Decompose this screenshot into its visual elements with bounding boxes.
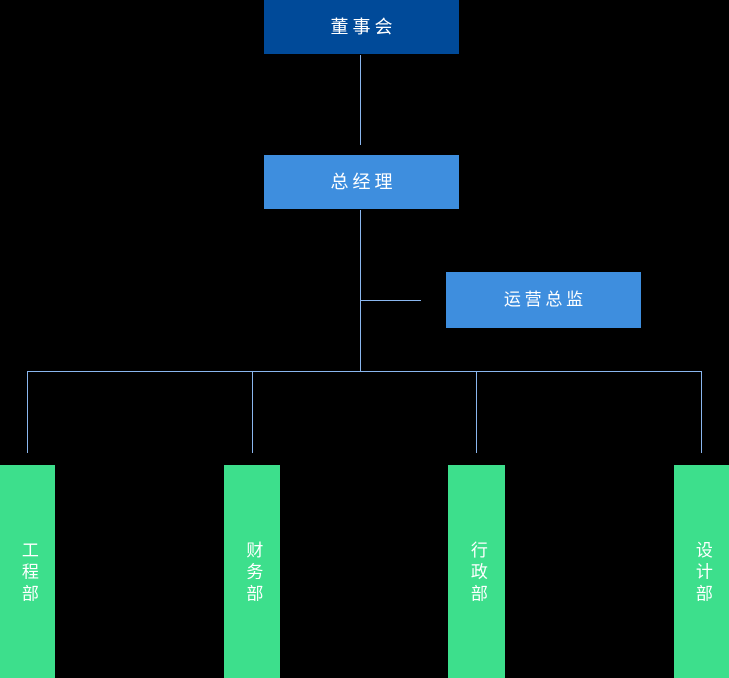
connector-department-distribution-bar — [27, 371, 702, 372]
connector-drop-design — [701, 371, 702, 453]
node-department-administration[interactable]: 行政部 — [448, 465, 505, 678]
connector-trunk-to-operations-director — [360, 300, 421, 301]
node-department-engineering[interactable]: 工程部 — [0, 465, 55, 678]
connector-general-manager-trunk — [360, 210, 361, 372]
node-operations-director-label: 运营总监 — [503, 289, 587, 309]
connector-board-to-general-manager — [360, 55, 361, 145]
node-department-finance-label: 财务部 — [243, 541, 263, 607]
node-department-finance[interactable]: 财务部 — [224, 465, 280, 678]
connector-drop-finance — [252, 371, 253, 453]
node-department-design[interactable]: 设计部 — [674, 465, 729, 678]
node-department-design-label: 设计部 — [692, 541, 712, 607]
node-board-of-directors[interactable]: 董事会 — [264, 0, 459, 54]
node-department-engineering-label: 工程部 — [18, 541, 38, 607]
node-general-manager[interactable]: 总经理 — [264, 155, 459, 209]
connector-drop-engineering — [27, 371, 28, 453]
connector-drop-administration — [476, 371, 477, 453]
node-general-manager-label: 总经理 — [330, 171, 397, 192]
node-operations-director[interactable]: 运营总监 — [446, 272, 641, 328]
node-department-administration-label: 行政部 — [467, 541, 487, 607]
node-board-of-directors-label: 董事会 — [330, 16, 397, 37]
